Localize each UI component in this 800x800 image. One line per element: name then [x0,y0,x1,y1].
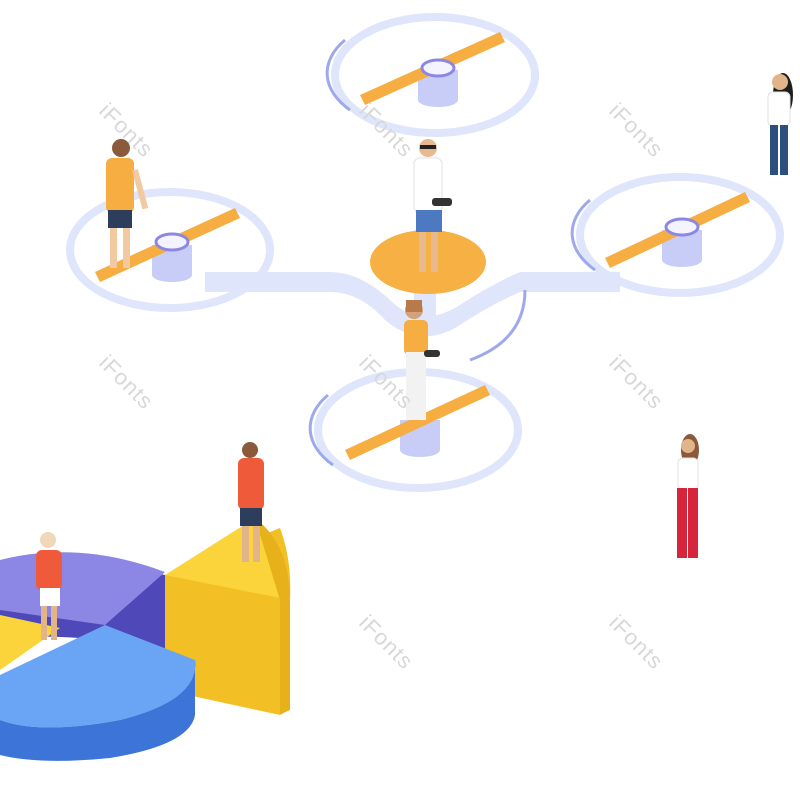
rotor-left-cap [154,232,190,252]
rotor-bottom-blade [345,385,490,460]
rotor-right-ring [576,173,784,297]
person-man-red-shirt-purple [36,532,62,640]
person-man-red-shirt-yellow [238,442,264,562]
rotor-left-ring [66,188,274,312]
person-woman-black-hair [767,73,793,175]
rotor-top-ring-accent [325,38,351,112]
rotor-top [325,13,539,137]
rotor-right-cap [664,217,700,237]
drone [66,13,784,492]
rotor-top-ring [331,13,539,137]
rotor-top-cap [420,58,456,78]
person-woman-controller [404,300,440,420]
rotor-right [570,173,784,297]
pie-blue-slice-side [0,660,196,761]
drone-center-platform [370,230,486,294]
drone-cable [469,289,527,362]
person-man-orange-shirt [106,139,149,268]
rotor-left [66,188,274,312]
pie-blue-slice-top [0,625,196,728]
pie-chart-illustration [0,518,291,761]
person-woman-red-pants [677,434,699,558]
drone-arms [205,272,620,337]
person-man-sunglasses [413,139,452,272]
